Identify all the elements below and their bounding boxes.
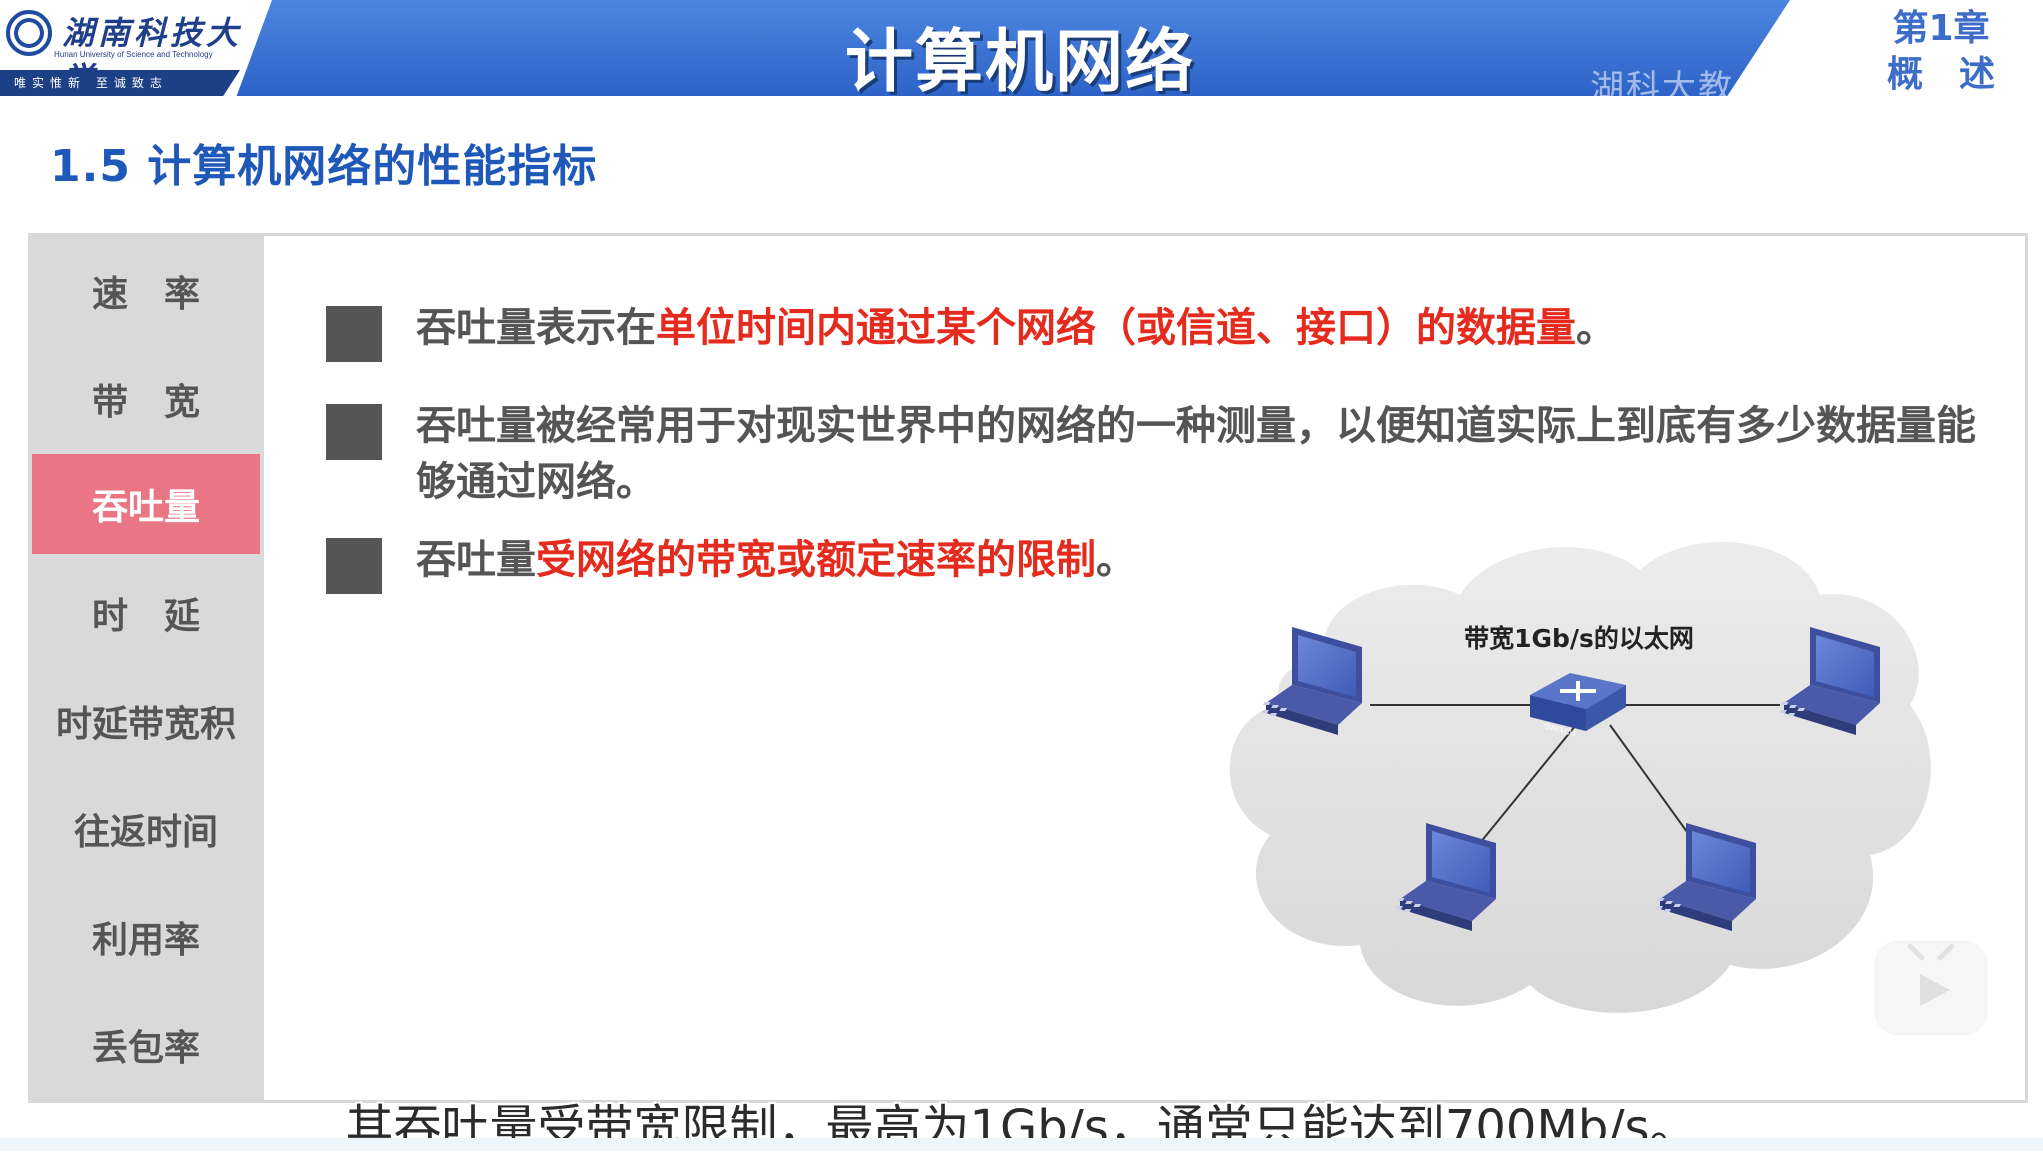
- bullet-text-normal: 。: [1576, 305, 1616, 351]
- university-emblem-icon: [6, 10, 52, 56]
- chapter-name: 概 述: [1886, 54, 1995, 95]
- network-diagram-svg: SWITCH 带宽1Gb/s的以太网: [1229, 542, 1931, 1013]
- sidebar-item-throughput[interactable]: 吞吐量: [32, 454, 260, 554]
- sidebar-item-rtt[interactable]: 往返时间: [32, 779, 260, 879]
- sidebar-item-label: 利用率: [91, 920, 200, 961]
- university-motto: 唯实惟新 至诚致志: [0, 70, 240, 96]
- sidebar-item-label: 速 率: [91, 274, 200, 315]
- bullet-text-normal: 吞吐量: [416, 537, 536, 583]
- bullet-text: 吞吐量受网络的带宽或额定速率的限制。: [416, 532, 1996, 588]
- bullet-item: 吞吐量被经常用于对现实世界中的网络的一种测量，以便知道实际上到底有多少数据量能够…: [326, 398, 1996, 510]
- course-title: 计算机网络: [844, 23, 1195, 102]
- sidebar-item-label: 带 宽: [91, 382, 200, 423]
- cloud-shape: [1229, 542, 1931, 1013]
- bullet-text-highlight: 受网络的带宽或额定速率的限制: [536, 537, 1096, 583]
- section-title: 1.5 计算机网络的性能指标: [50, 141, 598, 192]
- ethernet-label: 带宽1Gb/s的以太网: [1464, 624, 1694, 653]
- bullet-text-normal: 吞吐量表示在: [416, 305, 656, 351]
- sidebar-nav: 速 率 带 宽 吞吐量 时 延 时延带宽积 往返时间 利用率 丢包率: [28, 233, 264, 1103]
- watermark: 湖科大教: [1590, 68, 1734, 108]
- bullet-text: 吞吐量表示在单位时间内通过某个网络（或信道、接口）的数据量。: [416, 300, 1996, 356]
- switch-icon: SWITCH: [1530, 673, 1626, 738]
- ethernet-diagram: SWITCH 带宽1Gb/s的以太网: [1210, 525, 1940, 1025]
- university-name-cn: 湖南科技大学: [62, 14, 243, 96]
- sidebar-item-packet-loss[interactable]: 丢包率: [32, 995, 260, 1095]
- bullet-text: 吞吐量被经常用于对现实世界中的网络的一种测量，以便知道实际上到底有多少数据量能够…: [416, 398, 1996, 510]
- bullet-item: 吞吐量表示在单位时间内通过某个网络（或信道、接口）的数据量。: [326, 300, 1996, 362]
- sidebar-item-delay-bandwidth-product[interactable]: 时延带宽积: [32, 671, 260, 771]
- tv-play-icon: [1907, 943, 1955, 1006]
- bullet-square-icon: [326, 538, 382, 594]
- sidebar-item-label: 丢包率: [91, 1028, 200, 1069]
- chapter-label: 第1章 概 述: [1866, 6, 2016, 98]
- bullet-text-highlight: 单位时间内通过某个网络（或信道、接口）的数据量: [656, 305, 1576, 351]
- sidebar-item-label: 时 延: [91, 596, 200, 637]
- sidebar-item-label: 吞吐量: [91, 487, 200, 528]
- bullet-square-icon: [326, 306, 382, 362]
- sidebar-item-label: 时延带宽积: [55, 704, 236, 745]
- header: 湖南科技大学 Hunan University of Science and T…: [0, 0, 2043, 108]
- sidebar-item-label: 往返时间: [73, 812, 218, 853]
- bottom-band: [0, 1138, 2043, 1151]
- play-button[interactable]: [1876, 942, 1986, 1034]
- sidebar-item-delay[interactable]: 时 延: [32, 563, 260, 663]
- header-bar: [0, 0, 1790, 96]
- university-name-en: Hunan University of Science and Technolo…: [54, 50, 213, 59]
- sidebar-item-rate[interactable]: 速 率: [32, 241, 260, 341]
- sidebar-item-utilization[interactable]: 利用率: [32, 887, 260, 987]
- bullet-item: 吞吐量受网络的带宽或额定速率的限制。: [326, 532, 1996, 594]
- bullet-text-normal: 吞吐量被经常用于对现实世界中的网络的一种测量，以便知道实际上到底有多少数据量能够…: [416, 403, 1976, 505]
- university-logo: 湖南科技大学 Hunan University of Science and T…: [0, 0, 272, 96]
- bullet-square-icon: [326, 404, 382, 460]
- sidebar-item-bandwidth[interactable]: 带 宽: [32, 349, 260, 449]
- chapter-number: 第1章: [1892, 8, 1990, 49]
- bullet-text-normal: 。: [1096, 537, 1136, 583]
